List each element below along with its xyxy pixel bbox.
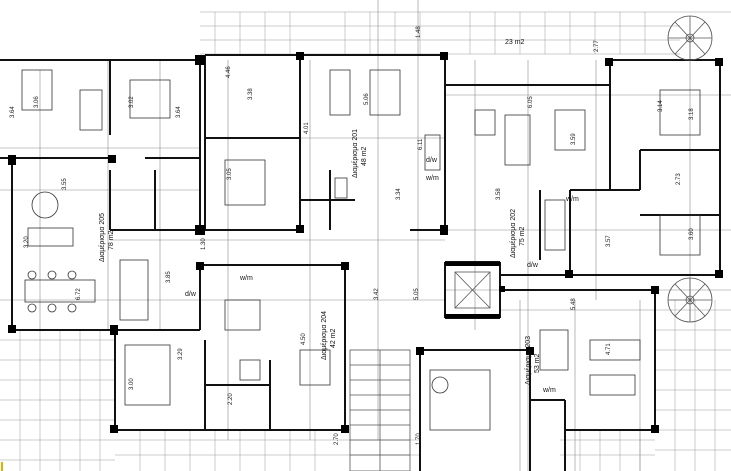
dimension-text: 3.29 [178,348,184,360]
dishwasher-label-202: d/w [527,262,539,269]
dimension-text: 3.60 [689,228,695,240]
dimension-text: 2.20 [228,393,234,405]
apartment-label-203: Διαμέρισμα 203 53 m2 [524,336,541,385]
dimension-text: 5.06 [364,93,370,105]
dimension-text: 4.01 [304,122,310,134]
dimension-text: 3.57 [606,235,612,247]
dishwasher-label-205: d/w [185,291,197,298]
dimension-text: 3.18 [689,108,695,120]
dimension-text: 2.70 [334,433,340,445]
apartment-201-name: Διαμέρισμα 201 [351,129,359,178]
dimension-text: 6.05 [528,96,534,108]
dimension-text: 3.02 [129,96,135,108]
apartment-label-201: Διαμέρισμα 201 48 m2 [351,129,368,178]
columns [8,52,723,433]
furniture [21,69,701,431]
apartment-204-name: Διαμέρισμα 204 [320,311,328,360]
apartment-204-area: 42 m2 [330,328,337,348]
dimension-text: 1.30 [201,238,207,250]
dimension-text: 4.71 [606,343,612,355]
dimension-text: 2.73 [676,173,682,185]
washing-machine-label-201: w/m [425,175,439,182]
walls [0,54,721,471]
dimension-text: 3.59 [571,133,577,145]
washing-machine-label-203: w/m [542,387,556,394]
apartment-203-name: Διαμέρισμα 203 [524,336,532,385]
apartment-label-202: Διαμέρισμα 202 75 m2 [509,209,526,258]
dimension-text: 3.64 [10,106,16,118]
dimension-text: 2.77 [594,40,600,52]
terrace-area-label: 23 m2 [505,39,525,46]
lift-shaft [454,271,491,309]
apartment-202-name: Διαμέρισμα 202 [509,209,517,258]
apartment-202-area: 75 m2 [519,226,526,246]
dimension-text: 3.06 [34,96,40,108]
apartment-203-area: 53 m2 [534,353,541,373]
dimension-text: 4.46 [226,66,232,78]
dishwasher-label-201: d/w [426,157,438,164]
dimension-text: 6.11 [418,138,424,150]
dimension-text: 5.48 [571,298,577,310]
dimension-text: 3.55 [62,178,68,190]
dimension-text: 3.20 [24,236,30,248]
dimension-text: 3.85 [166,271,172,283]
dimension-text: 5.05 [414,288,420,300]
apartment-201-area: 48 m2 [361,146,368,166]
dimension-text: 3.00 [129,378,135,390]
spiral-stair-bottom-right [667,277,713,323]
dimension-text: 3.64 [176,106,182,118]
apartment-label-204: Διαμέρισμα 204 42 m2 [320,311,337,360]
dimension-text: 3.14 [658,100,664,112]
dimension-text: 1.70 [416,433,422,445]
dimension-text: 3.58 [496,188,502,200]
dimension-text: 3.05 [227,168,233,180]
dimension-texts: 3.06 3.02 3.64 3.64 4.46 3.38 5.06 4.01 … [10,26,695,445]
dimension-text: 6.72 [76,288,82,300]
dimension-text: 3.42 [374,288,380,300]
apartment-205-name: Διαμέρισμα 205 [98,213,106,262]
washing-machine-label-204: w/m [239,275,253,282]
spiral-stair-top-right [667,15,713,61]
washing-machine-label-202: w/m [565,196,579,203]
dimension-text: 3.34 [396,188,402,200]
main-staircase [349,349,411,471]
dimension-text: 1.48 [416,26,422,38]
apartment-205-area: 78 m2 [108,230,115,250]
dimension-text: 3.38 [248,88,254,100]
apartment-label-205: Διαμέρισμα 205 78 m2 [98,213,115,262]
terrace-hatching [0,11,731,471]
dimension-text: 4.50 [301,333,307,345]
